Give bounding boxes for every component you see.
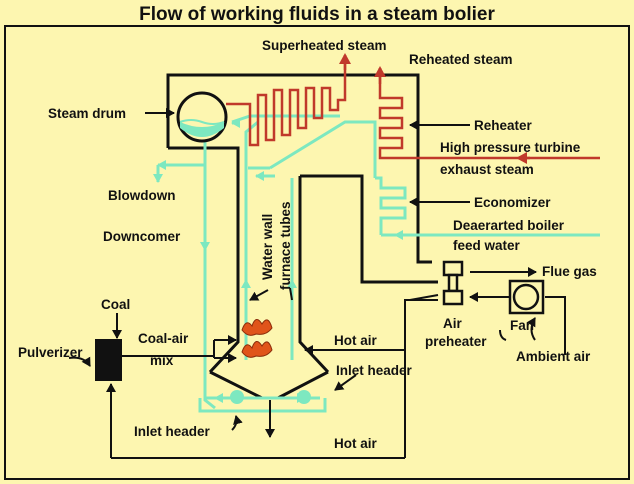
label-feed-water-line1: Deaerarted boiler [453,218,565,233]
label-coal-air-line2: mix [150,353,174,368]
label-superheated-steam: Superheated steam [262,38,387,53]
superheater-coil [226,55,347,147]
label-hot-air-lower: Hot air [334,436,378,451]
air-coal-path [95,267,566,459]
diagram-title: Flow of working fluids in a steam bolier [139,4,495,25]
label-feed-water-line2: feed water [453,238,521,253]
label-inlet-header-left: Inlet header [134,424,211,439]
water-flow-arrows [153,118,410,403]
air-preheater [442,260,464,306]
label-air-preheater-line2: preheater [425,334,487,349]
label-pulverizer: Pulverizer [18,345,83,360]
label-downcomer: Downcomer [103,229,181,244]
label-fan: Fan [510,318,534,333]
label-coal-air-line1: Coal-air [138,331,189,346]
label-water-wall-line1: Water wall [260,214,275,280]
label-flue-gas: Flue gas [542,264,597,279]
label-hp-turbine-line1: High pressure turbine [440,140,581,155]
inlet-header-left-node [230,390,244,404]
label-blowdown: Blowdown [108,188,176,203]
diagram-frame [4,25,630,480]
label-reheated-steam: Reheated steam [409,52,513,67]
label-inlet-header-right: Inlet header [336,363,413,378]
label-hp-turbine-line2: exhaust steam [440,162,534,177]
steam-drum [176,91,228,143]
burner-flames [241,319,273,358]
label-steam-drum: Steam drum [48,106,126,121]
label-water-wall-line2: furnace tubes [278,201,293,290]
label-hot-air-upper: Hot air [334,333,378,348]
label-pointers [68,108,536,431]
label-coal: Coal [101,297,130,312]
label-ambient-air: Ambient air [516,349,591,364]
label-reheater: Reheater [474,118,533,133]
label-economizer: Economizer [474,195,551,210]
fan [508,279,545,315]
inlet-header-right-node [297,390,311,404]
label-air-preheater-line1: Air [443,316,463,331]
reheater-coil [378,68,600,160]
